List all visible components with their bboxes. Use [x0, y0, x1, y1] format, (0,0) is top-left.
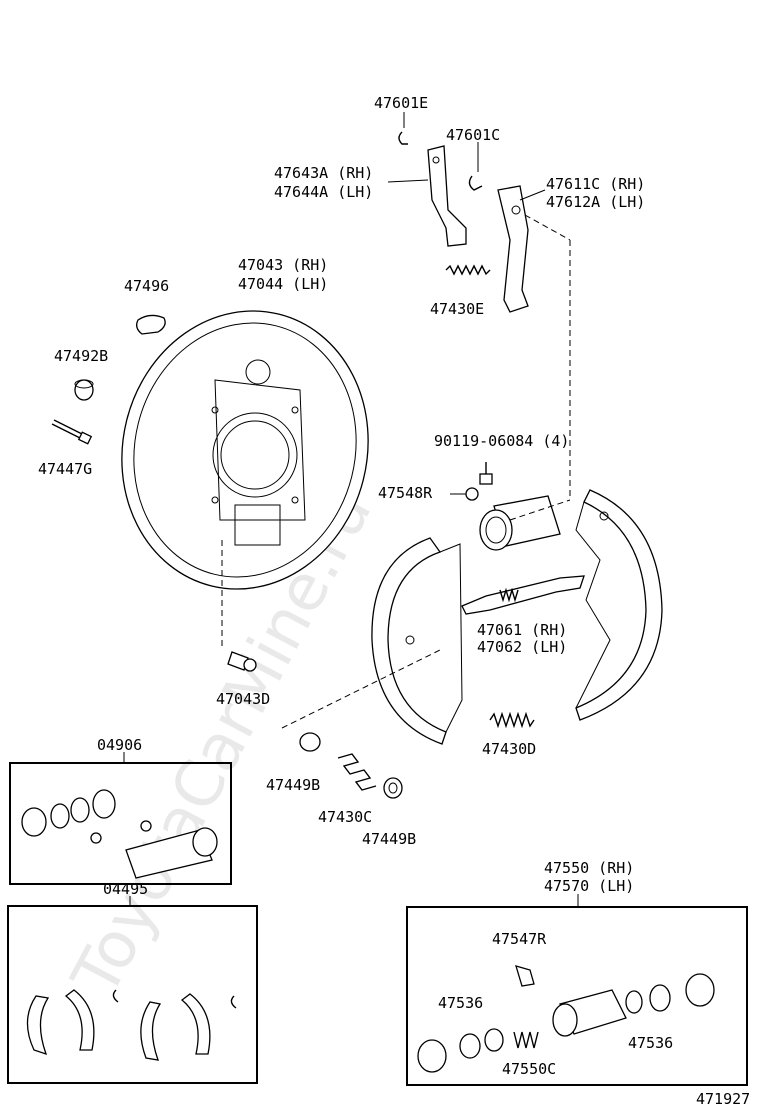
label-47430E: 47430E [430, 300, 484, 318]
brake-shoe-left [371, 537, 463, 745]
bolt-90119 [479, 462, 493, 485]
kit-box-47550 [406, 906, 748, 1086]
label-47447G: 47447G [38, 460, 92, 478]
label-04495: 04495 [103, 880, 148, 898]
label-47449B-a: 47449B [266, 776, 320, 794]
label-47044: 47044 (LH) [238, 275, 328, 293]
label-47611C: 47611C (RH) [546, 175, 645, 193]
spring-47430D [489, 711, 535, 729]
spring-47430E [445, 264, 491, 276]
label-47536-b: 47536 [628, 1034, 673, 1052]
kit-47550-parts [417, 965, 715, 1073]
label-47550: 47550 (RH) [544, 859, 634, 877]
backing-plate [121, 310, 369, 590]
label-47449B-b: 47449B [362, 830, 416, 848]
cup-47449B-a [281, 649, 441, 752]
label-47601E: 47601E [374, 94, 428, 112]
kit-04495-shoes [26, 989, 237, 1061]
label-47548R: 47548R [378, 484, 433, 502]
label-47430C: 47430C [318, 808, 372, 826]
bolt-47043D [221, 540, 257, 672]
cup-47449B-b [383, 777, 403, 799]
cable-guide-47496 [136, 314, 166, 335]
bolt-47447G [51, 419, 93, 445]
label-90119: 90119-06084 (4) [434, 432, 569, 450]
parking-lever-47611C [497, 185, 571, 500]
adjuster-47061 [461, 575, 585, 615]
label-47601C: 47601C [446, 126, 500, 144]
wheel-cylinder [479, 495, 571, 551]
figure-number: 471927 [696, 1090, 750, 1108]
label-47492B: 47492B [54, 347, 108, 365]
label-47430D: 47430D [482, 740, 536, 758]
label-47570: 47570 (LH) [544, 877, 634, 895]
label-47550C: 47550C [502, 1060, 556, 1078]
label-47643A: 47643A (RH) [274, 164, 373, 182]
label-47536-a: 47536 [438, 994, 483, 1012]
kit-04906-parts [21, 789, 218, 879]
label-47644A: 47644A (LH) [274, 183, 373, 201]
grommet-47492B [74, 379, 94, 401]
strut-lever-47643A [387, 145, 467, 247]
kit-box-04495 [7, 905, 258, 1084]
brake-shoe-right [575, 489, 663, 721]
label-47496: 47496 [124, 277, 169, 295]
kit-box-04906 [9, 762, 232, 885]
label-47043: 47043 (RH) [238, 256, 328, 274]
label-47062: 47062 (LH) [477, 638, 567, 656]
clip-47601C [468, 142, 483, 191]
eclip-47601E [398, 112, 408, 145]
spring-47430C [337, 753, 377, 791]
bleeder-47548R [450, 487, 479, 501]
label-47061: 47061 (RH) [477, 621, 567, 639]
label-47043D: 47043D [216, 690, 270, 708]
label-47547R: 47547R [492, 930, 547, 948]
label-04906: 04906 [97, 736, 142, 754]
label-47612A: 47612A (LH) [546, 193, 645, 211]
